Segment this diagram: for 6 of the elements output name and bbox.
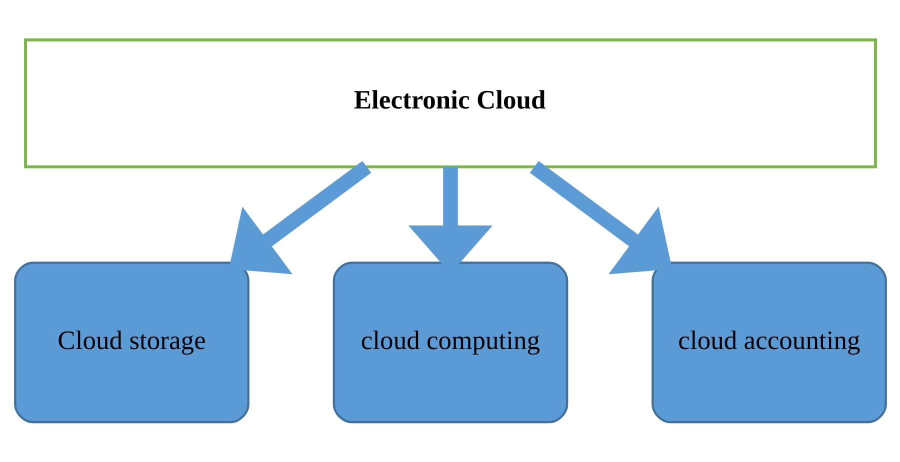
node-box: cloud computing — [332, 262, 568, 424]
node-box: Cloud storage — [14, 262, 249, 424]
node-box: cloud accounting — [651, 262, 886, 424]
node-box: Electronic Cloud — [24, 38, 876, 168]
arrow — [529, 160, 672, 274]
arrow — [228, 160, 371, 274]
